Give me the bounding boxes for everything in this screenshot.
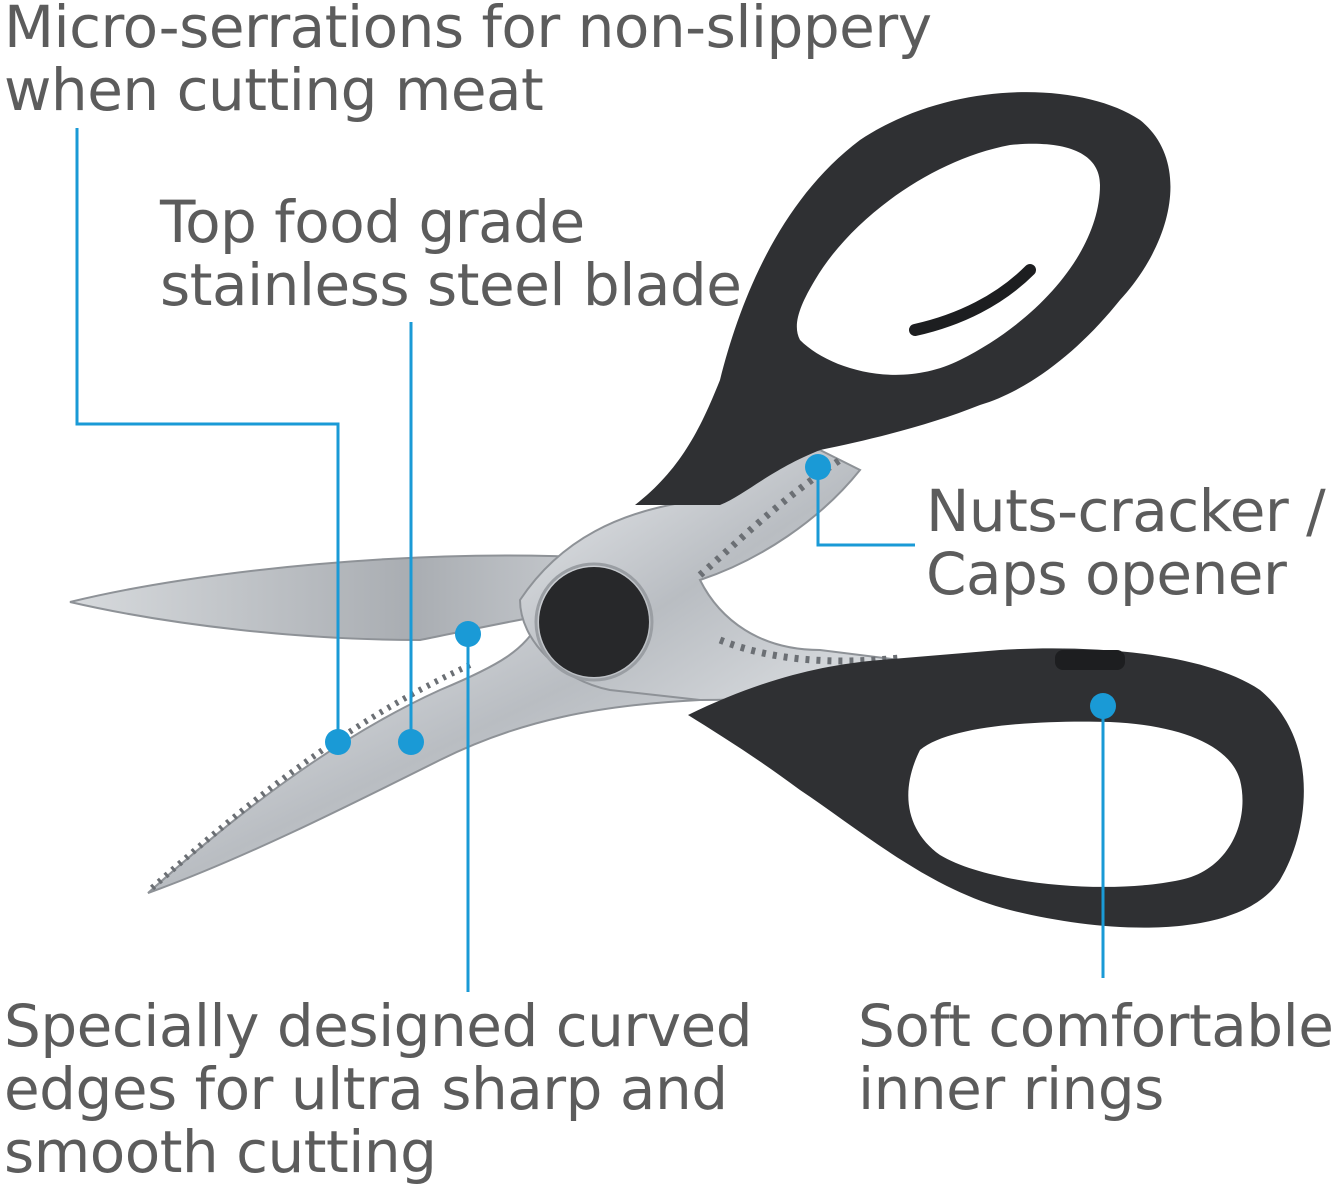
callout-serrations: Micro-serrations for non-slippery when c… [4,0,932,122]
callout-edges-line1: Specially designed curved [4,992,753,1060]
leader-line-serrations [75,128,340,742]
upper-handle-grip [909,264,1036,336]
callout-blade: Top food grade stainless steel blade [160,188,742,319]
callout-rings-line1: Soft comfortable [858,992,1334,1060]
upper-handle [635,92,1171,505]
callout-rings: Soft comfortable inner rings [858,992,1334,1123]
callout-edges: Specially designed curved edges for ultr… [4,992,753,1186]
lower-handle-grip [1055,650,1125,670]
callout-blade-line2: stainless steel blade [160,251,742,319]
callout-dot-blade [398,729,424,755]
callout-edges-line2: edges for ultra sharp and [4,1055,728,1123]
lower-handle [688,648,1304,928]
callout-dot-rings [1090,693,1116,719]
callout-nuts-line2: Caps opener [926,540,1287,608]
callout-dot-serrations [325,729,351,755]
callout-edges-line3: smooth cutting [4,1118,437,1186]
pivot-screw-ring [534,562,654,682]
callout-serrations-line1: Micro-serrations for non-slippery [4,0,932,61]
callout-rings-line2: inner rings [858,1055,1164,1123]
callout-dot-nuts [805,454,831,480]
callout-nuts-line1: Nuts-cracker / [926,477,1326,545]
callout-dot-edges [455,621,481,647]
pivot-screw [539,567,649,677]
callout-nuts: Nuts-cracker / Caps opener [926,477,1326,608]
callout-serrations-line2: when cutting meat [4,56,544,124]
callout-blade-line1: Top food grade [160,188,585,256]
leader-line-nuts [816,467,915,547]
